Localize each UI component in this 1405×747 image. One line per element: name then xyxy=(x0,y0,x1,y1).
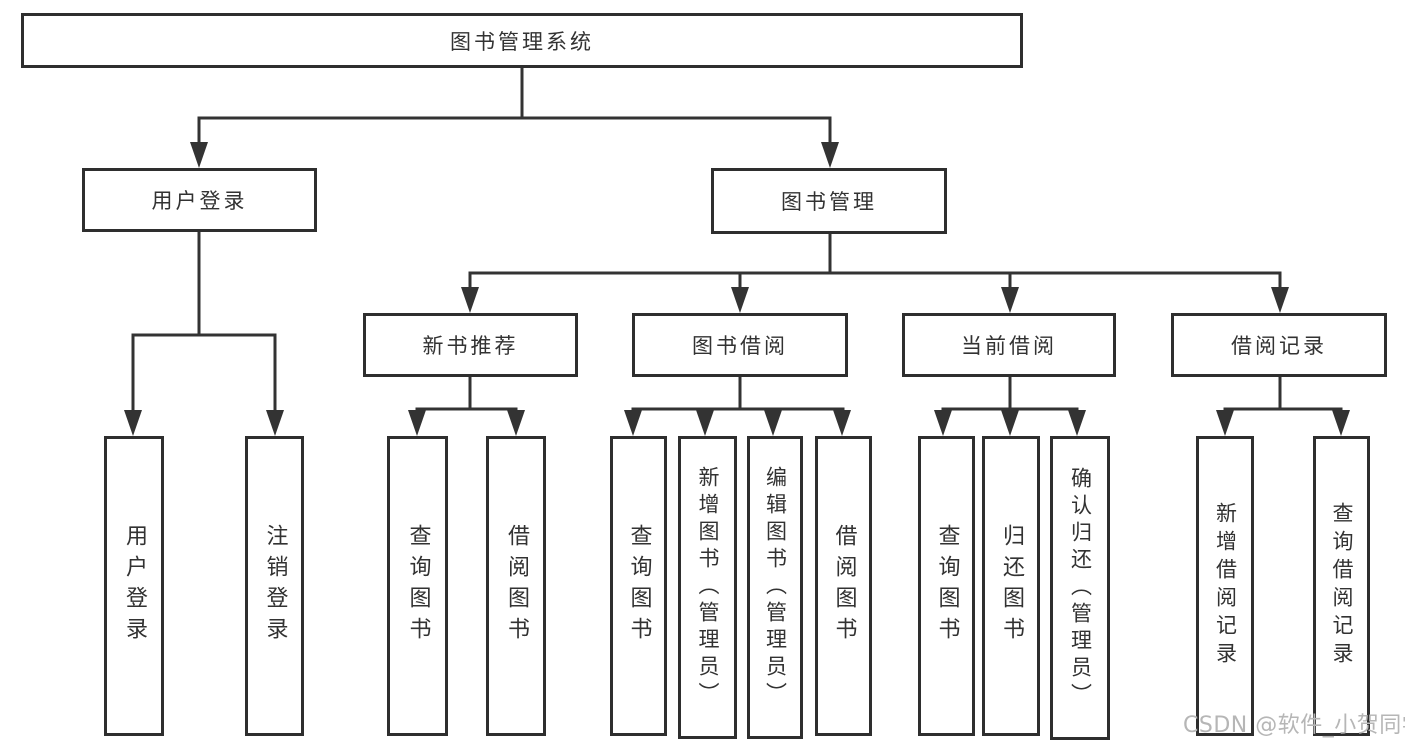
leaf-nbr-query-books: 查询图书 xyxy=(387,436,448,736)
csdn-watermark: CSDN @软件_小贺同学 xyxy=(1183,713,1405,738)
node-book-management: 图书管理 xyxy=(711,168,947,234)
node-root: 图书管理系统 xyxy=(21,13,1023,68)
leaf-cb-query-books: 查询图书 xyxy=(918,436,975,736)
node-book-borrow: 图书借阅 xyxy=(632,313,848,377)
leaf-cb-return-books: 归还图书 xyxy=(982,436,1040,736)
leaf-bb-edit-books-admin: 编辑图书（管理员） xyxy=(747,436,803,739)
leaf-br-add-record: 新增借阅记录 xyxy=(1196,436,1254,736)
node-current-borrow: 当前借阅 xyxy=(902,313,1116,377)
leaf-bb-add-books-admin: 新增图书（管理员） xyxy=(678,436,737,739)
leaf-nbr-borrow-books: 借阅图书 xyxy=(486,436,546,736)
leaf-logout: 注销登录 xyxy=(245,436,304,736)
node-new-book-recommend: 新书推荐 xyxy=(363,313,578,377)
leaf-cb-confirm-return-admin: 确认归还（管理员） xyxy=(1050,436,1110,740)
node-user-login: 用户登录 xyxy=(82,168,317,232)
leaf-bb-query-books: 查询图书 xyxy=(610,436,667,736)
leaf-user-login: 用户登录 xyxy=(104,436,164,736)
leaf-bb-borrow-books: 借阅图书 xyxy=(815,436,872,736)
leaf-br-query-record: 查询借阅记录 xyxy=(1313,436,1370,736)
node-borrow-records: 借阅记录 xyxy=(1171,313,1387,377)
